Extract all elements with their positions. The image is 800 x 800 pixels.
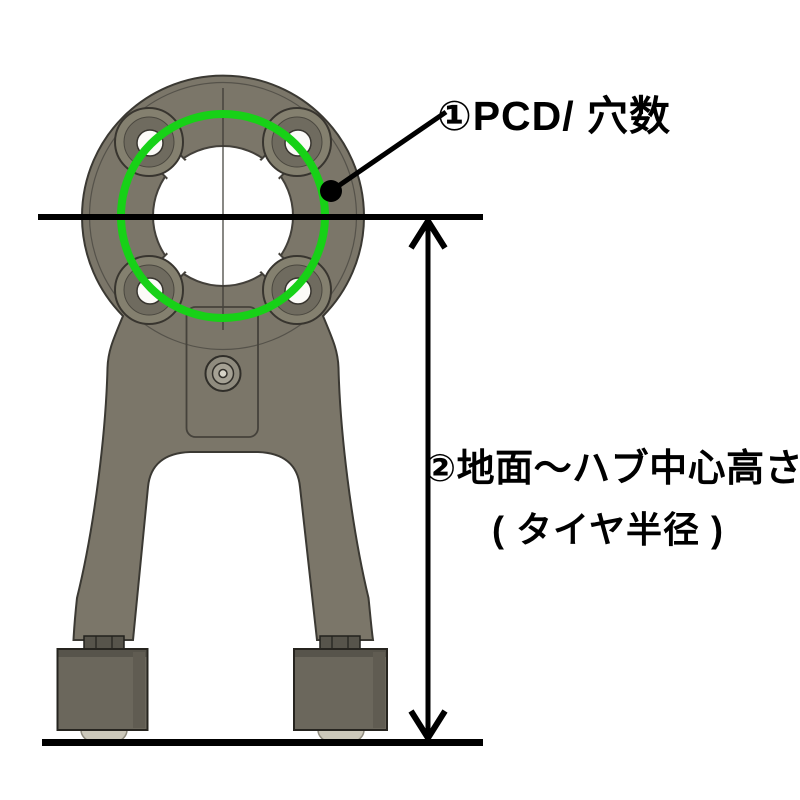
ground-to-hub-height-label: ②地面〜ハブ中心高さ: [424, 448, 800, 490]
foot-left: [56, 635, 149, 746]
up-arrowhead: [408, 215, 448, 250]
pcd-leader: [320, 109, 448, 202]
pcd-label: ①PCD/ 穴数: [437, 93, 672, 139]
face-panel-outline: [185, 306, 259, 438]
pcd-marker-dot: [320, 180, 342, 202]
foot-cylinder-left: [56, 648, 149, 731]
foot-right: [293, 635, 388, 746]
down-arrowhead: [408, 709, 448, 744]
mounting-boss: [204, 355, 242, 392]
foot-cylinder-right: [293, 648, 388, 731]
tire-radius-label: ( タイヤ半径 ): [492, 509, 724, 550]
leader-line: [329, 109, 448, 194]
height-dimension-arrow: [408, 215, 448, 744]
